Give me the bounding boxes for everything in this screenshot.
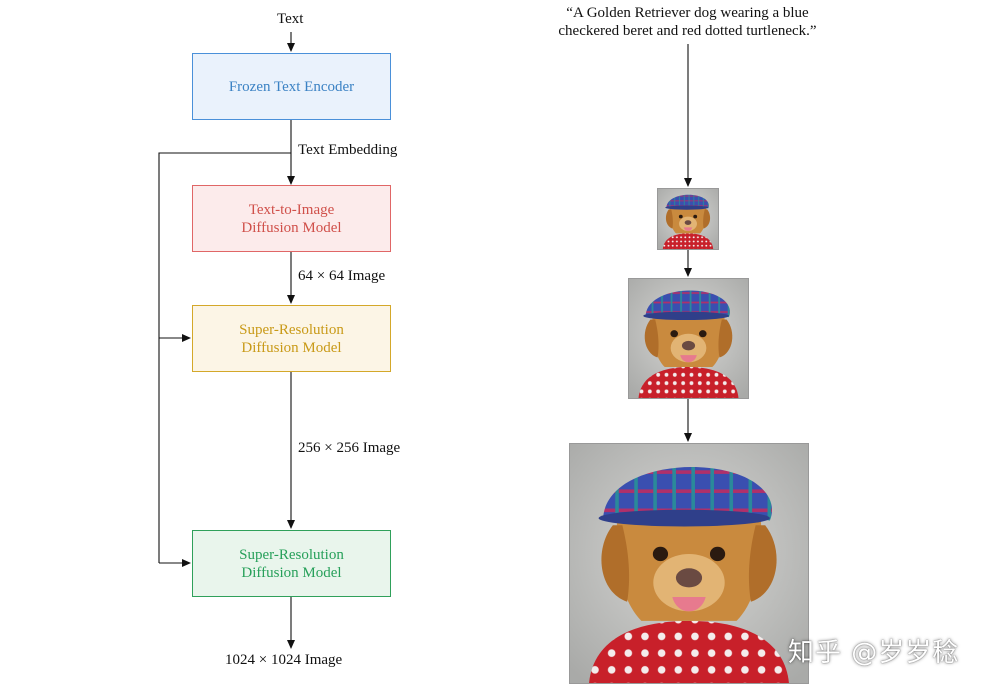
example-caption: “A Golden Retriever dog wearing a blue c… <box>520 4 855 40</box>
edge-256-label: 256 × 256 Image <box>298 440 401 456</box>
frozen-text-encoder-label: Frozen Text Encoder <box>228 78 355 95</box>
super-resolution-box-2: Super-Resolution Diffusion Model <box>192 530 391 597</box>
watermark: 知乎 @岁岁稔 <box>788 638 960 668</box>
output-label: 1024 × 1024 Image <box>225 652 343 668</box>
text-to-image-diffusion-box: Text-to-Image Diffusion Model <box>192 185 391 252</box>
sr1-line1: Super-Resolution <box>239 321 344 338</box>
dog-image-64 <box>657 188 719 250</box>
sr2-line1: Super-Resolution <box>239 546 344 563</box>
frozen-text-encoder-box: Frozen Text Encoder <box>192 53 391 120</box>
dog-image-1024 <box>569 443 809 684</box>
dog-image-256 <box>628 278 749 399</box>
base-model-line2: Diffusion Model <box>241 219 342 236</box>
embedding-branch-line <box>158 152 291 563</box>
sr1-line2: Diffusion Model <box>241 339 342 356</box>
edge-64-label: 64 × 64 Image <box>298 268 386 284</box>
super-resolution-box-1: Super-Resolution Diffusion Model <box>192 305 391 372</box>
sr2-line2: Diffusion Model <box>241 564 342 581</box>
caption-line-2: checkered beret and red dotted turtlenec… <box>558 23 817 39</box>
text-embedding-label: Text Embedding <box>298 142 398 158</box>
caption-line-1: “A Golden Retriever dog wearing a blue <box>566 5 809 21</box>
input-text-label: Text <box>277 11 304 27</box>
base-model-line1: Text-to-Image <box>248 201 335 218</box>
